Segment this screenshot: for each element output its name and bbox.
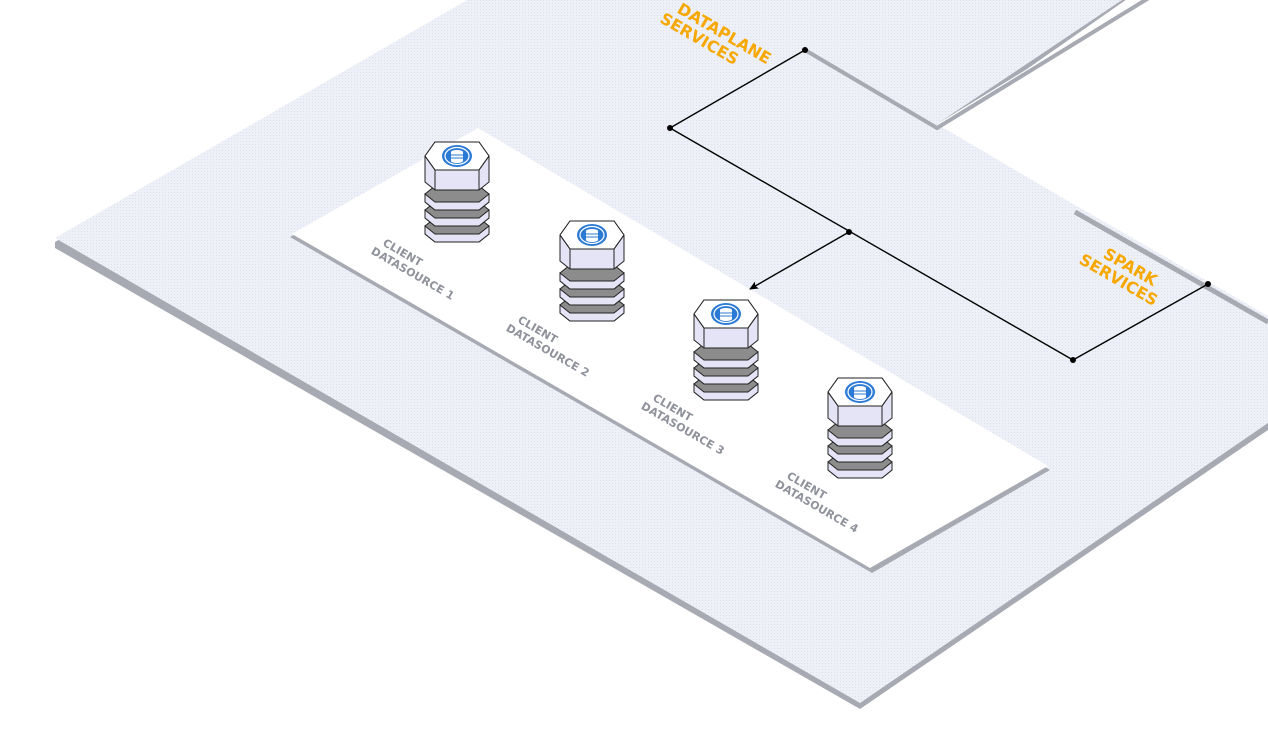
connector-to-datasource-3 xyxy=(749,231,850,290)
junction-node xyxy=(846,229,852,235)
notch-border xyxy=(803,0,1150,131)
database-stack-icon xyxy=(827,377,893,479)
connector-spark xyxy=(1072,283,1209,361)
connections xyxy=(667,47,1211,363)
junction-node xyxy=(1205,281,1211,287)
connector-dataplane-diagonal xyxy=(669,49,806,129)
database-stack-icon xyxy=(693,299,759,401)
connector-main xyxy=(669,127,1074,361)
junction-node xyxy=(802,47,808,53)
notch-whitespace xyxy=(937,0,1268,205)
notch-border-2 xyxy=(1074,210,1268,324)
database-stack-icon xyxy=(424,141,490,243)
junction-node xyxy=(667,125,673,131)
database-stack-icon xyxy=(559,220,625,322)
junction-node xyxy=(1070,357,1076,363)
